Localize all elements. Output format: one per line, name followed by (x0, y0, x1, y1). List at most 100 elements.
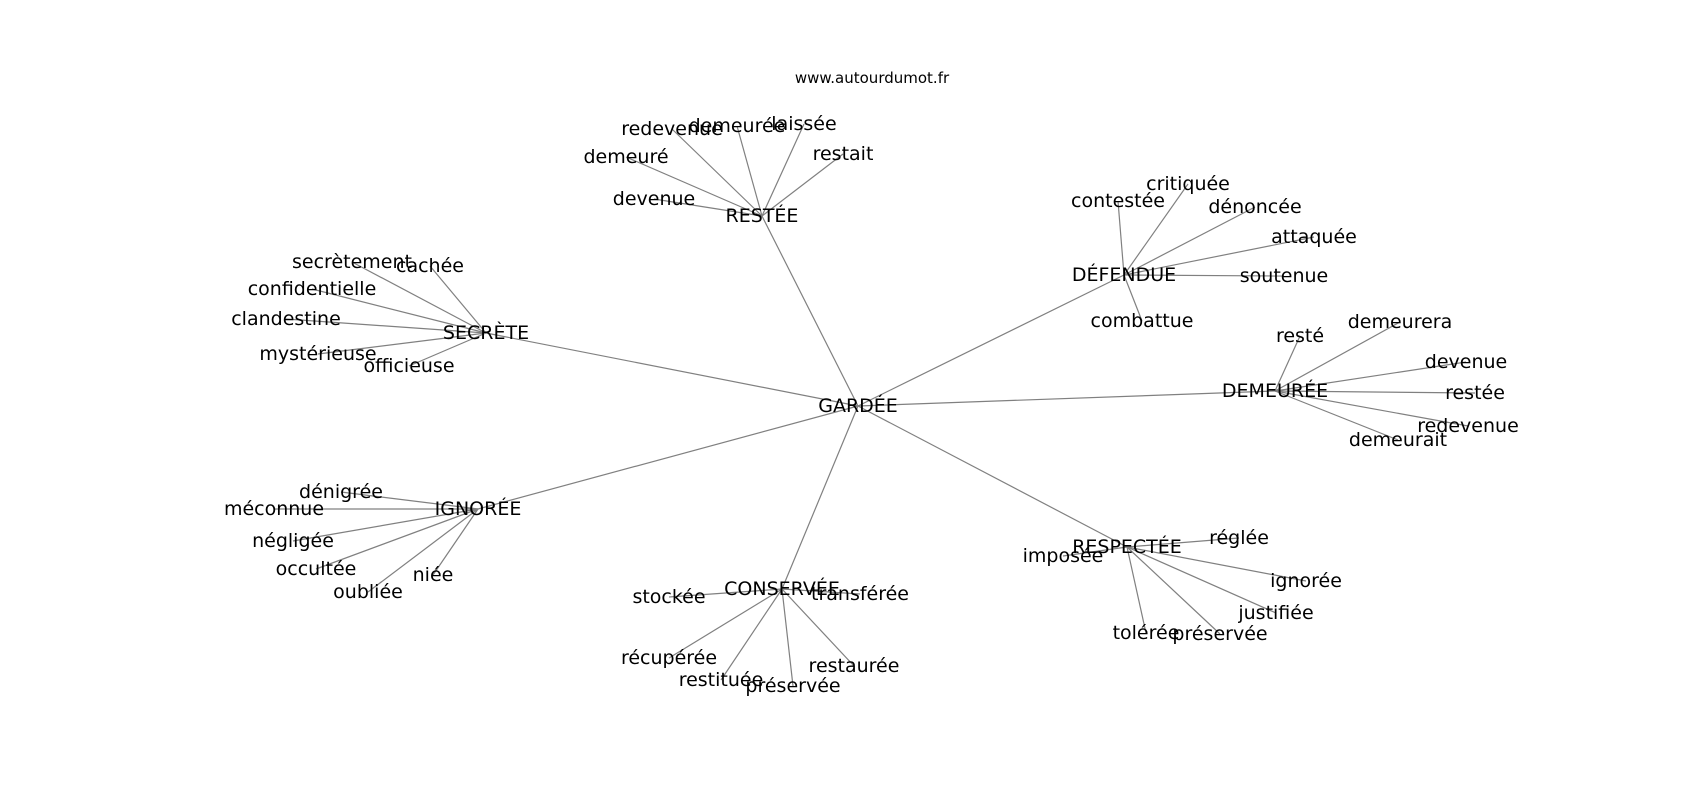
leaf-word[interactable]: attaquée (1271, 226, 1357, 248)
hub-word[interactable]: CONSERVÉE (724, 577, 840, 600)
leaf-word[interactable]: dénoncée (1208, 196, 1301, 218)
leaf-word[interactable]: récupérée (621, 647, 717, 669)
edge-hub-leaf (351, 261, 487, 334)
edge-hub-leaf (1126, 537, 1240, 548)
leaf-word[interactable]: justifiée (1237, 602, 1313, 624)
edge-hub-leaf (1123, 183, 1189, 276)
edge-hub-leaf (1274, 390, 1469, 427)
leaf-word[interactable]: contestée (1071, 190, 1165, 212)
edge-hub-leaf (668, 588, 783, 598)
edge-hub-leaf (1123, 206, 1256, 276)
edge-hub-leaf (1274, 335, 1301, 392)
edge-hub-leaf (432, 508, 479, 576)
leaf-word[interactable]: resté (1276, 325, 1324, 347)
edge-hub-leaf (668, 588, 783, 659)
leaf-word[interactable]: restituée (679, 669, 764, 691)
edge-hub-leaf (1126, 546, 1307, 582)
leaf-word[interactable]: devenue (1425, 351, 1507, 373)
leaf-word[interactable]: occultée (276, 558, 357, 580)
leaf-word[interactable]: ignorée (1270, 570, 1342, 592)
edge-hub-leaf (1123, 274, 1285, 277)
center-word[interactable]: GARDÉE (818, 394, 898, 417)
leaf-word[interactable]: dénigrée (299, 481, 383, 503)
leaf-word[interactable]: demeuré (583, 146, 668, 168)
hub-word[interactable]: SECRÈTE (443, 321, 529, 344)
edge-hub-leaf (1274, 390, 1476, 394)
leaf-word[interactable]: demeurée (689, 115, 786, 137)
edge-hub-leaf (315, 508, 479, 570)
hub-word[interactable]: IGNORÉE (435, 497, 522, 520)
leaf-word[interactable]: oubliée (333, 581, 403, 603)
leaf-word[interactable]: préservée (1172, 623, 1267, 645)
graph-edges (274, 123, 1476, 687)
edge-hub-leaf (1126, 546, 1277, 614)
edge-hub-leaf (1274, 390, 1399, 441)
edge-center-hub (485, 332, 859, 407)
edge-center-hub (781, 405, 859, 590)
site-watermark[interactable]: www.autourdumot.fr (795, 69, 950, 87)
edge-hub-leaf (292, 508, 479, 542)
leaf-word[interactable]: clandestine (231, 308, 341, 330)
leaf-word[interactable]: restaurée (809, 655, 900, 677)
leaf-word[interactable]: secrètement (292, 251, 412, 273)
edge-hub-leaf (1126, 546, 1147, 634)
edge-hub-leaf (1117, 200, 1125, 276)
edge-hub-leaf (671, 128, 763, 217)
edge-hub-leaf (653, 198, 763, 217)
leaf-word[interactable]: transférée (811, 583, 909, 605)
leaf-word[interactable]: devenue (613, 188, 695, 210)
leaf-word[interactable]: combattue (1091, 310, 1194, 332)
leaf-word[interactable]: officieuse (363, 355, 454, 377)
edge-hub-leaf (1123, 236, 1315, 276)
leaf-word[interactable]: critiquée (1146, 173, 1230, 195)
edge-center-hub (857, 274, 1125, 407)
edge-hub-leaf (781, 588, 861, 595)
leaf-word[interactable]: confidentielle (248, 278, 377, 300)
leaf-word[interactable]: cachée (396, 255, 464, 277)
leaf-word[interactable]: demeurait (1349, 429, 1447, 451)
hub-word[interactable]: DEMEURÉE (1222, 379, 1328, 402)
leaf-word[interactable]: réglée (1209, 527, 1269, 549)
edge-hub-leaf (781, 588, 794, 687)
edge-hub-leaf (1274, 321, 1401, 392)
edge-hub-leaf (625, 156, 763, 217)
hub-word[interactable]: RESTÉE (726, 204, 799, 227)
edge-hub-leaf (1274, 361, 1467, 392)
edge-hub-leaf (761, 153, 844, 217)
edge-hub-leaf (317, 332, 487, 355)
edge-center-hub (857, 390, 1276, 407)
leaf-word[interactable]: négligée (252, 530, 334, 552)
edge-hub-leaf (781, 588, 855, 667)
edge-center-hub (761, 215, 859, 407)
edge-hub-leaf (367, 508, 479, 593)
leaf-word[interactable]: méconnue (224, 498, 324, 520)
hub-word[interactable]: RESPECTÉE (1072, 535, 1182, 558)
leaf-word[interactable]: laissée (771, 113, 836, 135)
edge-hub-leaf (408, 332, 487, 367)
leaf-word[interactable]: soutenue (1240, 265, 1328, 287)
edge-hub-leaf (761, 123, 805, 217)
leaf-word[interactable]: redevenue (621, 118, 723, 140)
edge-hub-leaf (736, 125, 763, 217)
leaf-word[interactable]: tolérée (1113, 622, 1180, 644)
graph-labels: www.autourdumot.fr GARDÉE RESTÉE redevenue… (224, 69, 1519, 697)
edge-center-hub (477, 405, 859, 510)
leaf-word[interactable]: niée (413, 564, 454, 586)
leaf-word[interactable]: imposée (1023, 545, 1104, 567)
edge-center-hub (857, 405, 1128, 548)
edge-hub-leaf (311, 288, 487, 334)
edge-hub-leaf (1123, 274, 1143, 322)
hub-word[interactable]: DÉFENDUE (1072, 263, 1176, 286)
edge-hub-leaf (720, 588, 783, 681)
leaf-word[interactable]: demeurera (1348, 311, 1453, 333)
leaf-word[interactable]: restait (813, 143, 874, 165)
edge-hub-leaf (429, 265, 487, 334)
leaf-word[interactable]: préservée (745, 675, 840, 697)
edge-hub-leaf (340, 491, 479, 510)
edge-hub-leaf (1126, 546, 1221, 635)
leaf-word[interactable]: stockée (632, 586, 705, 608)
leaf-word[interactable]: restée (1445, 382, 1505, 404)
leaf-word[interactable]: redevenue (1417, 415, 1519, 437)
leaf-word[interactable]: mystérieuse (259, 343, 376, 365)
